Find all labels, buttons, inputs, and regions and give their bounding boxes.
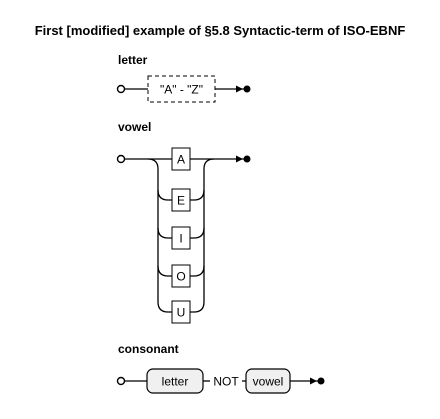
vowel-option-i-label: I bbox=[179, 232, 182, 246]
vowel-option-e bbox=[171, 188, 191, 212]
nonterminal-letter-label: letter bbox=[162, 375, 189, 389]
vowel-option-e-label: E bbox=[177, 194, 185, 208]
arrow-icon bbox=[236, 85, 243, 93]
vowel-option-i bbox=[171, 226, 191, 250]
rule-consonant: consonant letter NOT vowel bbox=[116, 342, 325, 394]
vowel-option-u bbox=[171, 300, 191, 324]
rule-name-letter: letter bbox=[118, 53, 148, 67]
vowel-option-o-label: O bbox=[176, 270, 185, 284]
arrow-icon bbox=[310, 377, 317, 385]
start-node bbox=[116, 154, 126, 164]
except-keyword: NOT bbox=[213, 375, 239, 389]
nonterminal-vowel-label: vowel bbox=[253, 375, 284, 389]
rule-vowel: vowel A E I O U bbox=[116, 120, 251, 324]
terminal-range-label: "A" - "Z" bbox=[160, 83, 203, 97]
end-node bbox=[243, 155, 251, 163]
arrow-icon bbox=[236, 155, 243, 163]
end-node bbox=[317, 377, 325, 385]
start-node bbox=[116, 84, 126, 94]
rule-name-consonant: consonant bbox=[118, 342, 179, 356]
start-node bbox=[116, 376, 126, 386]
end-node bbox=[243, 85, 251, 93]
vowel-option-o bbox=[171, 264, 191, 288]
rule-name-vowel: vowel bbox=[118, 120, 151, 134]
rule-letter: letter "A" - "Z" bbox=[116, 53, 251, 103]
vowel-option-u-label: U bbox=[177, 306, 186, 320]
vowel-option-a-label: A bbox=[177, 153, 185, 167]
diagram-title: First [modified] example of §5.8 Syntact… bbox=[35, 23, 406, 38]
